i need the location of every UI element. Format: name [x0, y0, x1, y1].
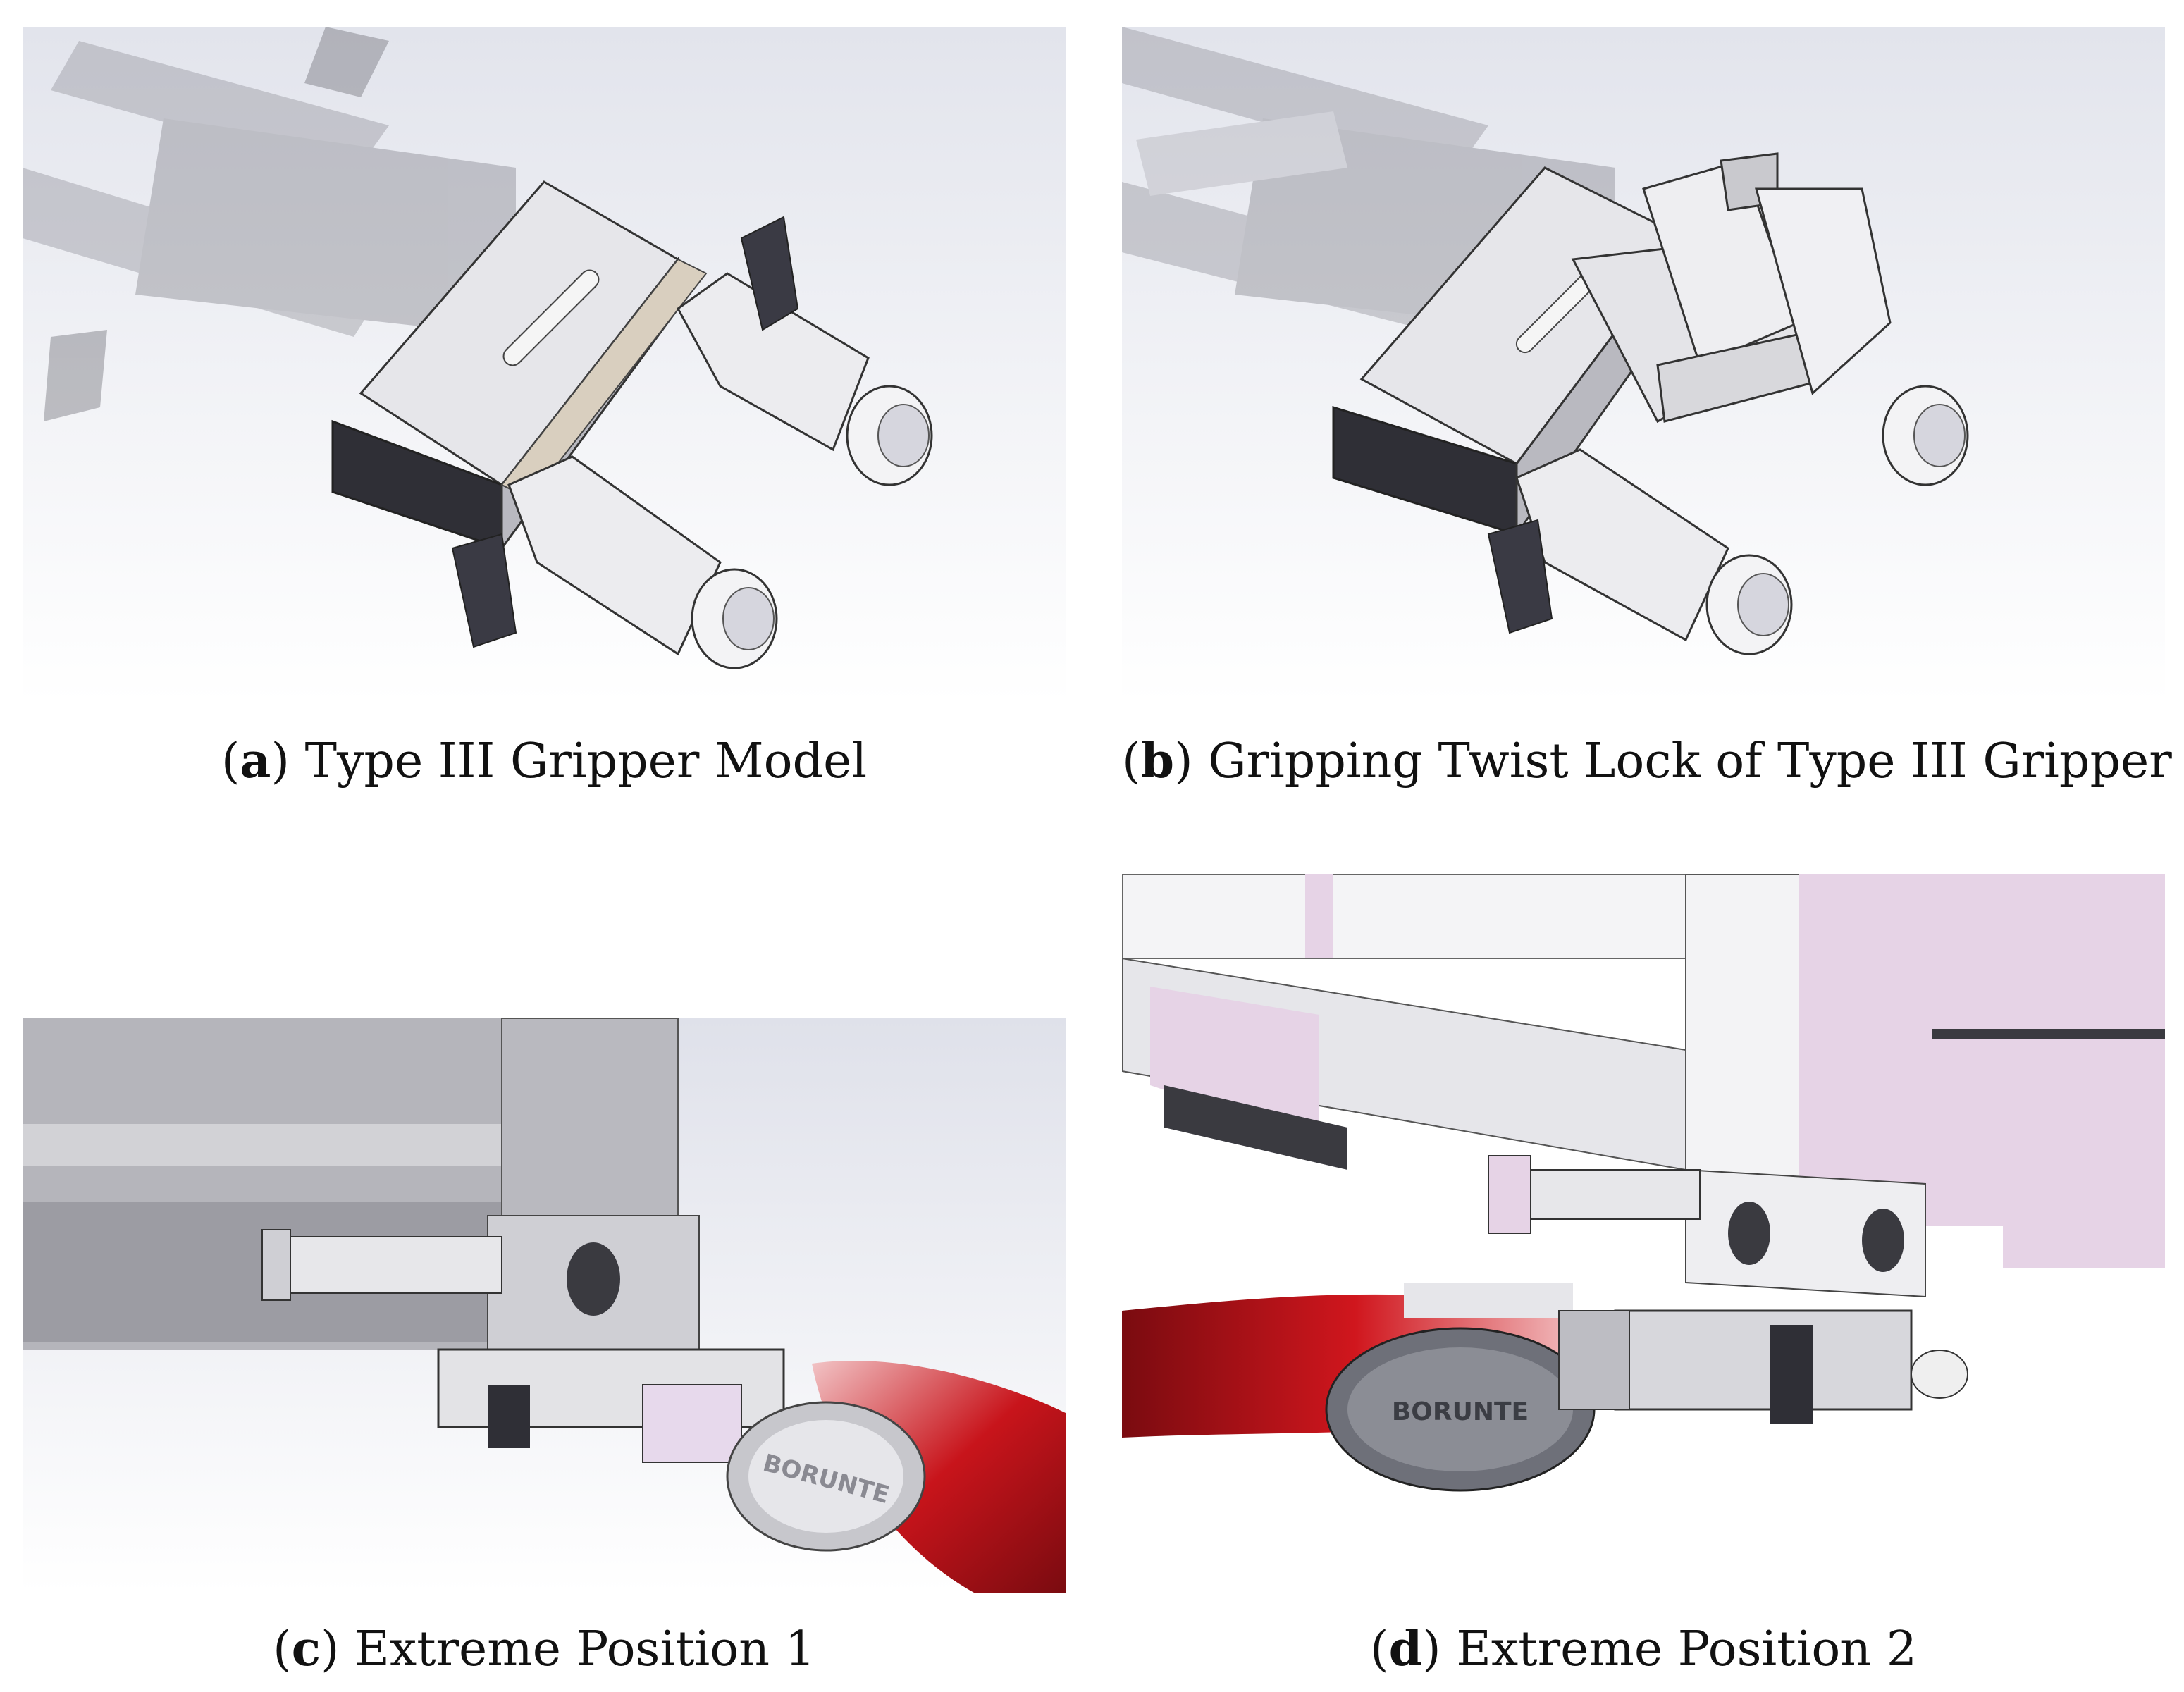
caption-d-letter: d: [1388, 1621, 1423, 1677]
caption-b-title: Gripping Twist Lock of Type III Gripper: [1208, 734, 2172, 789]
upper-jaw: [1882, 385, 1969, 486]
robot-arm: BORUNTE: [726, 1361, 1066, 1593]
gripper-body: [437, 1348, 785, 1463]
container-frame: [1122, 874, 2165, 1298]
container-frame: [23, 1018, 700, 1350]
robot-brand-label: BORUNTE: [1392, 1397, 1529, 1426]
panel-c-image: BORUNTE: [23, 1018, 1066, 1593]
caption-c-letter: c: [291, 1621, 321, 1677]
gripper-body: [1614, 1309, 1968, 1424]
caption-d: (d) Extreme Position 2: [1370, 1621, 1917, 1677]
twist-lock-pin: [261, 1229, 502, 1301]
caption-c: (c) Extreme Position 1: [273, 1621, 815, 1677]
twist-lock-pin: [1488, 1155, 1701, 1234]
caption-d-title: Extreme Position 2: [1456, 1622, 1917, 1677]
caption-a-letter: a: [240, 733, 271, 789]
ghost-rail-frame: [23, 27, 516, 421]
twist-lock: [1571, 152, 1892, 424]
lower-jaw: [1487, 448, 1793, 655]
panel-a-image: [23, 27, 1066, 703]
robot-arm: BORUNTE: [1122, 1283, 1630, 1492]
caption-c-title: Extreme Position 1: [354, 1622, 815, 1677]
caption-b-letter: b: [1140, 733, 1175, 789]
panel-b-image: [1122, 27, 2165, 703]
caption-a: (a) Type III Gripper Model: [221, 733, 868, 789]
upper-jaw: [677, 216, 933, 486]
lower-jaw: [451, 455, 778, 669]
panel-d-image: BORUNTE: [1122, 874, 2165, 1594]
caption-a-title: Type III Gripper Model: [304, 734, 868, 789]
caption-b: (b) Gripping Twist Lock of Type III Grip…: [1122, 733, 2172, 789]
